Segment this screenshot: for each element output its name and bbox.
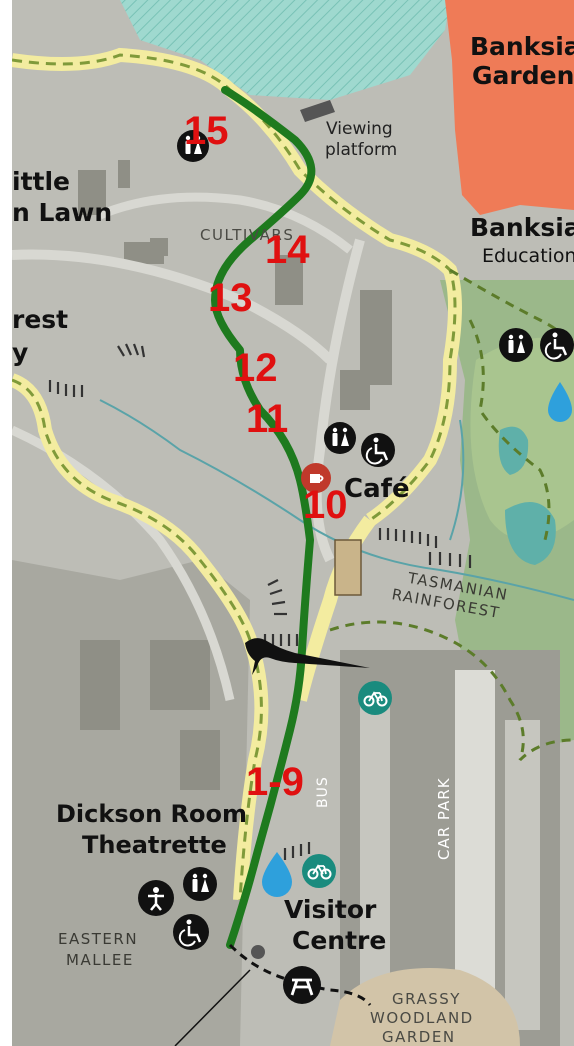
building-5: [360, 290, 392, 385]
viewing-platform-mark: [300, 100, 335, 122]
toilets-icon: [177, 130, 209, 162]
building-10: [80, 640, 120, 730]
building-8: [150, 640, 210, 710]
bus-label: BUS: [315, 776, 331, 808]
road-2: [98, 192, 353, 254]
bicycle-icon: [358, 681, 392, 715]
bicycle-icon: [302, 854, 336, 888]
stop-15-label: 15: [184, 109, 229, 153]
banksia-garden-area: [445, 0, 574, 215]
water-drop-icon: [548, 382, 572, 422]
entry-marker: [251, 945, 265, 959]
building-9: [180, 730, 220, 790]
stop-11-label: 11: [246, 397, 288, 441]
building-1: [78, 170, 106, 215]
cultivars-label: CULTIVARS: [200, 226, 294, 244]
wheelchair-icon: [173, 914, 209, 950]
stop-14-label: 14: [265, 228, 310, 272]
water-drop-icon: [262, 852, 292, 897]
building-7: [275, 255, 303, 305]
car-park-label: CAR PARK: [435, 777, 453, 860]
bridge: [334, 539, 362, 596]
baby-change-icon: [138, 880, 174, 916]
building-6: [340, 370, 370, 410]
coffee-cup-icon: [301, 463, 331, 493]
creek-branch: [449, 419, 465, 541]
picnic-table-icon: [283, 966, 321, 1004]
pointer-line: [174, 969, 251, 1046]
top-lake: [120, 0, 450, 100]
stop-10-label: 10: [303, 483, 348, 527]
stop-13-label: 13: [208, 276, 253, 320]
grassy-woodland-area: [330, 968, 520, 1046]
road-4: [311, 238, 365, 563]
pond-2: [505, 502, 556, 565]
building-4: [150, 238, 168, 256]
wheelchair-icon: [361, 433, 395, 467]
cafe-label: Café: [344, 474, 410, 504]
path-east-loop: [468, 319, 551, 541]
toilets-icon: [183, 867, 217, 901]
car-park-lane-3: [505, 720, 540, 1030]
lizard-icon: [245, 638, 370, 675]
pond-1: [498, 426, 529, 475]
wheelchair-icon: [540, 328, 574, 362]
car-park-lane-1: [360, 690, 390, 1030]
toilets-icon: [324, 422, 356, 454]
path-north-dash: [12, 53, 457, 522]
stop-12-label: 12: [233, 346, 278, 390]
steps: [48, 343, 472, 860]
path-rainforest-dash: [329, 620, 574, 762]
walking-route: [211, 86, 316, 949]
toilets-icon: [499, 328, 533, 362]
path-west-dash: [12, 378, 263, 901]
stop-1-9-label: 1-9: [246, 760, 304, 804]
car-park-lane-2: [455, 670, 495, 1030]
building-2: [118, 160, 130, 188]
